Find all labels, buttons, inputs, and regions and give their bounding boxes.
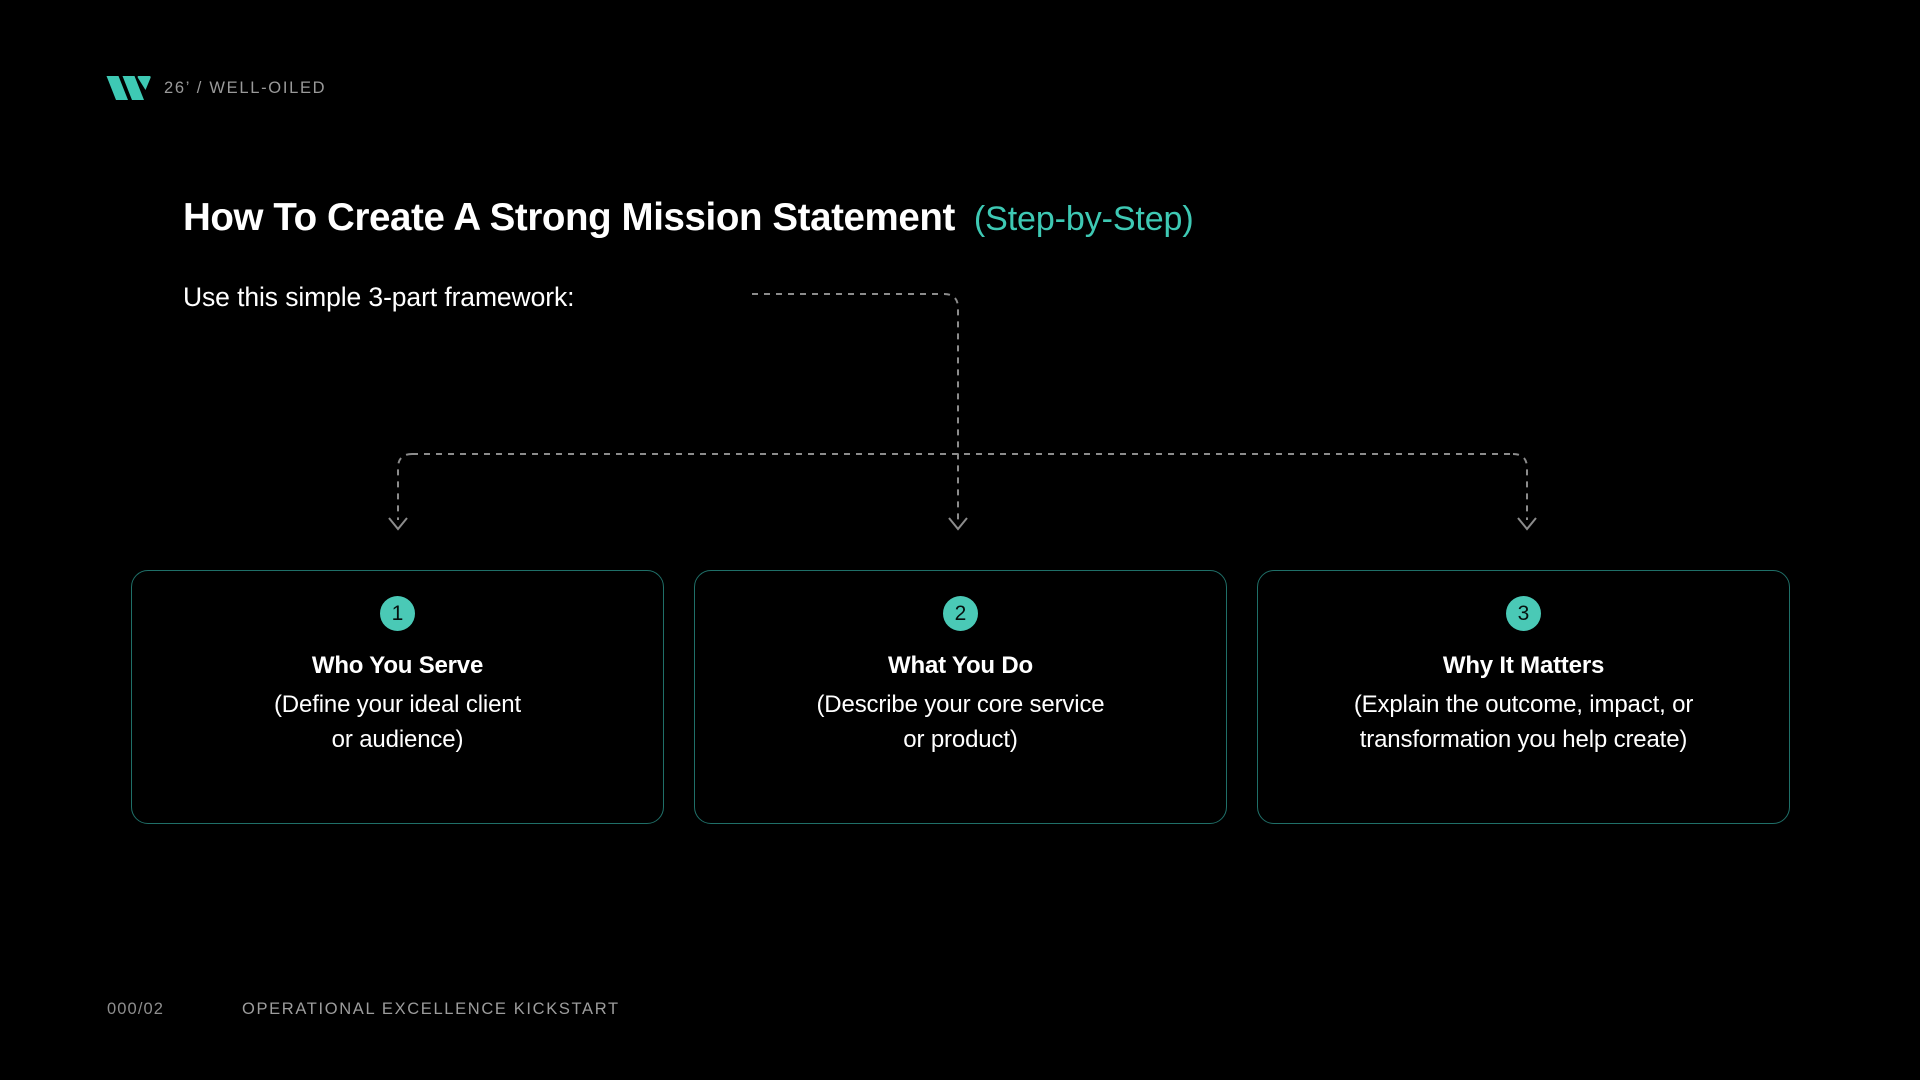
footer-page-number: 000/02 <box>107 1000 165 1018</box>
subtitle-text: Use this simple 3-part framework: <box>183 282 575 312</box>
page-title-accent: (Step-by-Step) <box>973 200 1194 238</box>
connector-trunk <box>752 293 959 520</box>
slide-footer: 000/02 OPERATIONAL EXCELLENCE KICKSTART <box>107 1001 620 1018</box>
step-badge-2: 2 <box>943 596 978 631</box>
brand-label: 26’ / WELL-OILED <box>164 78 327 97</box>
arrowhead-right-icon <box>1517 517 1537 531</box>
arrowhead-center-icon <box>948 517 968 531</box>
framework-cards: 1 Who You Serve (Define your ideal clien… <box>131 570 1790 824</box>
card-body-3: (Explain the outcome, impact, or transfo… <box>1353 691 1694 754</box>
page-title: How To Create A Strong Mission Statement… <box>183 196 1194 239</box>
framework-card-3[interactable]: 3 Why It Matters (Explain the outcome, i… <box>1257 570 1790 824</box>
framework-card-1[interactable]: 1 Who You Serve (Define your ideal clien… <box>131 570 664 824</box>
step-badge-3: 3 <box>1506 596 1541 631</box>
card-body-2: (Describe your core service or product) <box>816 691 1105 754</box>
card-title-1: Who You Serve <box>311 652 484 679</box>
card-body-1: (Define your ideal client or audience) <box>273 691 522 754</box>
connector-branch-right <box>1512 453 1528 520</box>
step-badge-1: 1 <box>380 596 415 631</box>
framework-card-2[interactable]: 2 What You Do (Describe your core servic… <box>694 570 1227 824</box>
card-title-2: What You Do <box>888 652 1033 679</box>
well-oiled-w-logo-icon <box>106 76 151 100</box>
arrowhead-left-icon <box>388 517 408 531</box>
page-title-main: How To Create A Strong Mission Statement <box>183 196 955 239</box>
brand-header: 26’ / WELL-OILED <box>105 72 326 104</box>
footer-deck-label: OPERATIONAL EXCELLENCE KICKSTART <box>242 1000 620 1018</box>
card-title-3: Why It Matters <box>1442 652 1605 679</box>
connector-branch-left <box>397 453 413 520</box>
